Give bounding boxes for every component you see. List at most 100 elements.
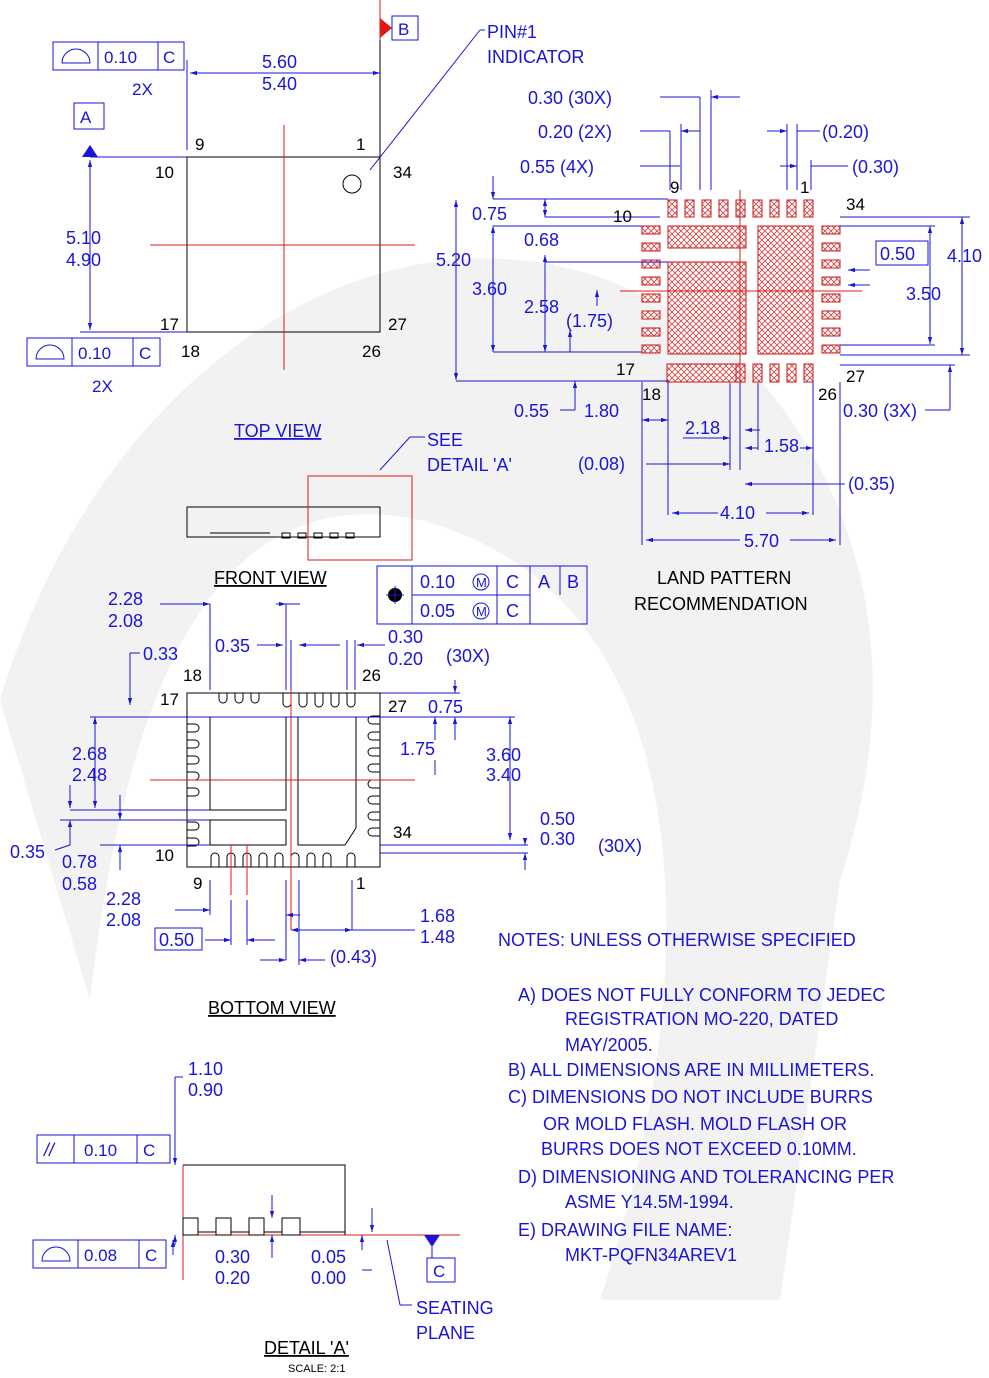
top-pin-10: 10 bbox=[155, 163, 174, 182]
datum-c-triangle bbox=[424, 1235, 440, 1247]
land-pin-17: 17 bbox=[616, 360, 635, 379]
land-dim-360: 3.60 bbox=[472, 279, 507, 299]
bottom-view-title: BOTTOM VIEW bbox=[208, 998, 336, 1018]
note-line: BURRS DOES NOT EXCEED 0.10MM. bbox=[541, 1139, 857, 1159]
note-line: REGISTRATION MO-220, DATED bbox=[565, 1009, 838, 1029]
land-pin-1: 1 bbox=[800, 178, 809, 197]
front-view-body bbox=[186, 506, 381, 538]
top-pin-17: 17 bbox=[160, 315, 179, 334]
land-dim-410-h: 4.10 bbox=[720, 503, 755, 523]
see-detail-line1: SEE bbox=[427, 430, 463, 450]
bottom-pin-34: 34 bbox=[393, 823, 412, 842]
bottom-box-050: 0.50 bbox=[159, 930, 194, 950]
top-dim-h-max: 5.10 bbox=[66, 228, 101, 248]
land-dim-008: (0.08) bbox=[578, 454, 625, 474]
parallel-fcf bbox=[36, 1134, 171, 1164]
datum-c-label: C bbox=[433, 1262, 445, 1281]
top-dim-h-min: 4.90 bbox=[66, 250, 101, 270]
land-title-line2: RECOMMENDATION bbox=[634, 594, 808, 614]
bottom-dim-035-top: 0.35 bbox=[215, 636, 250, 656]
position-fcf-row1-value: 0.10 bbox=[420, 572, 455, 592]
note-line: C) DIMENSIONS DO NOT INCLUDE BURRS bbox=[508, 1087, 873, 1107]
left-fcf-value: 0.10 bbox=[78, 344, 111, 363]
detail-dim-030: 0.30 bbox=[215, 1247, 250, 1267]
position-fcf-row2-c: C bbox=[506, 601, 519, 621]
detail-a-body bbox=[183, 1164, 346, 1235]
top-fcf-2x: 2X bbox=[132, 80, 153, 99]
parallel-fcf-value: 0.10 bbox=[84, 1141, 117, 1160]
land-pad-large-right bbox=[757, 225, 814, 355]
detail-dim-090: 0.90 bbox=[188, 1080, 223, 1100]
profile-fcf bbox=[32, 1239, 167, 1269]
land-dim-030-3x: 0.30 (3X) bbox=[843, 401, 917, 421]
land-pin-34: 34 bbox=[846, 195, 865, 214]
bottom-pad-lower-left bbox=[209, 819, 287, 846]
pin1-indicator-line1: PIN#1 bbox=[487, 22, 537, 42]
land-dim-pad-w: 0.30 (30X) bbox=[528, 88, 612, 108]
bottom-dim-30x-top: (30X) bbox=[446, 646, 490, 666]
bottom-dim-035-left: 0.35 bbox=[10, 842, 45, 862]
bottom-pin-9: 9 bbox=[193, 874, 202, 893]
bottom-pad-upper-left bbox=[209, 716, 287, 811]
land-dim-pad-020: 0.20 (2X) bbox=[538, 122, 612, 142]
bottom-dim-248: 2.48 bbox=[72, 765, 107, 785]
bottom-dim-020: 0.20 bbox=[388, 649, 423, 669]
land-pin-18: 18 bbox=[642, 385, 661, 404]
top-pin-27: 27 bbox=[388, 315, 407, 334]
land-dim-158: 1.58 bbox=[764, 436, 799, 456]
land-pin-26: 26 bbox=[818, 385, 837, 404]
land-pin-10: 10 bbox=[613, 207, 632, 226]
bottom-dim-058: 0.58 bbox=[62, 874, 97, 894]
top-pin-26: 26 bbox=[362, 342, 381, 361]
note-line: OR MOLD FLASH. MOLD FLASH OR bbox=[543, 1114, 847, 1134]
land-dim-410-v: 4.10 bbox=[947, 246, 982, 266]
top-pin-34: 34 bbox=[393, 163, 412, 182]
land-dim-055-bottom: 0.55 bbox=[514, 401, 549, 421]
note-line: MKT-PQFN34AREV1 bbox=[565, 1245, 737, 1265]
detail-dim-020: 0.20 bbox=[215, 1268, 250, 1288]
land-pattern: 0.50 0.30 (30X) 0.20 (2X) 0.55 (4X) (0.2… bbox=[436, 88, 982, 614]
detail-a: C // 0.10 C 0.08 C 1.10 0.90 0.30 0.20 0… bbox=[32, 1059, 494, 1375]
front-view-title: FRONT VIEW bbox=[214, 568, 327, 588]
note-line: D) DIMENSIONING AND TOLERANCING PER bbox=[518, 1167, 894, 1187]
note-line: ASME Y14.5M-1994. bbox=[565, 1192, 734, 1212]
seating-plane-line2: PLANE bbox=[416, 1323, 475, 1343]
profile-fcf-value: 0.08 bbox=[84, 1246, 117, 1265]
bottom-pin-26: 26 bbox=[362, 666, 381, 685]
top-dim-w-max: 5.60 bbox=[262, 52, 297, 72]
land-title-line1: LAND PATTERN bbox=[657, 568, 791, 588]
bottom-dim-228b: 2.28 bbox=[106, 889, 141, 909]
bottom-terminals bbox=[187, 693, 380, 867]
bottom-dim-168: 1.68 bbox=[420, 906, 455, 926]
front-view: SEE DETAIL 'A' FRONT VIEW 0.10 M C A B 0… bbox=[186, 430, 588, 625]
land-dim-068: 0.68 bbox=[524, 230, 559, 250]
land-dim-180: 1.80 bbox=[584, 401, 619, 421]
land-dim-218: 2.18 bbox=[685, 418, 720, 438]
pin1-indicator-line2: INDICATOR bbox=[487, 47, 584, 67]
bottom-dim-208b: 2.08 bbox=[106, 910, 141, 930]
top-pin-1: 1 bbox=[356, 135, 365, 154]
left-fcf-2x: 2X bbox=[92, 377, 113, 396]
top-view: B A 0.10 C 2X 0.10 C 2X bbox=[26, 0, 584, 441]
see-detail-line2: DETAIL 'A' bbox=[427, 455, 512, 475]
parallel-fcf-symbol: // bbox=[42, 1140, 56, 1160]
top-fcf bbox=[52, 41, 185, 71]
note-line: B) ALL DIMENSIONS ARE IN MILLIMETERS. bbox=[508, 1060, 874, 1080]
land-pads-right bbox=[821, 225, 841, 354]
position-fcf-row1-a: A bbox=[538, 572, 550, 592]
land-dim-ref-030: (0.30) bbox=[852, 157, 899, 177]
top-pin-9: 9 bbox=[195, 135, 204, 154]
bottom-dim-208a: 2.08 bbox=[108, 611, 143, 631]
bottom-dim-030b: 0.30 bbox=[540, 829, 575, 849]
left-fcf-datum: C bbox=[139, 344, 151, 363]
land-dim-ref-020: (0.20) bbox=[822, 122, 869, 142]
land-box-050: 0.50 bbox=[880, 244, 915, 264]
detail-a-callout-box bbox=[307, 475, 413, 561]
position-fcf-row2-m: M bbox=[476, 604, 487, 619]
land-dim-350: 3.50 bbox=[906, 284, 941, 304]
bottom-dim-360: 3.60 bbox=[486, 745, 521, 765]
background-watermark bbox=[0, 258, 873, 1300]
detail-dim-110: 1.10 bbox=[188, 1059, 223, 1079]
position-fcf-row1-c: C bbox=[506, 572, 519, 592]
profile-fcf-datum: C bbox=[145, 1246, 157, 1265]
